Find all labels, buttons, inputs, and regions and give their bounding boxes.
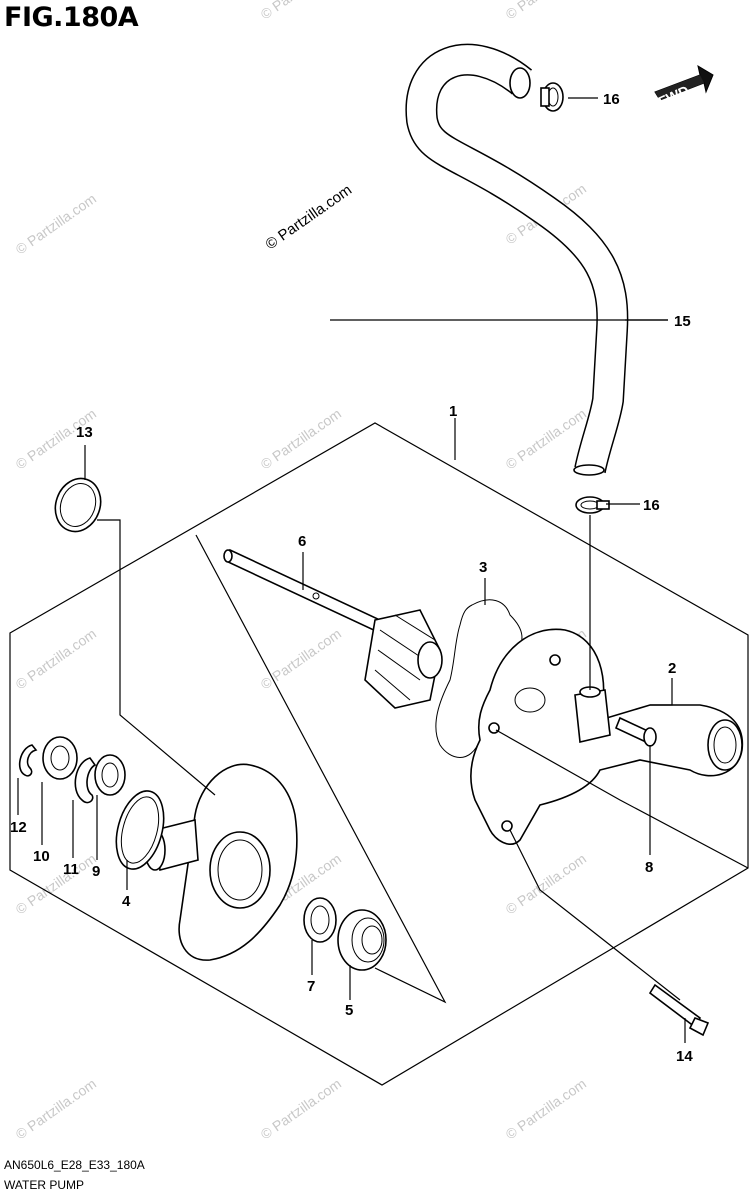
watermark-main: © Partzilla.com [263, 181, 356, 253]
watermark-text: © Partzilla.com [503, 1075, 589, 1142]
watermark-text: © Partzilla.com [258, 1075, 344, 1142]
clamp-part-16-top [540, 82, 564, 112]
impeller [364, 609, 443, 709]
callout-10: 10 [33, 848, 50, 865]
watermark-text: © Partzilla.com [258, 0, 344, 22]
fwd-label: FWD [656, 82, 692, 110]
circlip-part-11 [74, 757, 97, 804]
figure-title: FIG.180A [4, 2, 139, 33]
watermark-text: © Partzilla.com [258, 405, 344, 472]
watermark-text: © Partzilla.com [503, 850, 589, 917]
inner-triangle-outline [195, 534, 447, 1004]
hose-part-15 [405, 43, 629, 476]
callout-11: 11 [63, 861, 79, 878]
watermark-text: © Partzilla.com [13, 625, 99, 692]
callout-4: 4 [122, 893, 131, 910]
watermark-text: © Partzilla.com [13, 1075, 99, 1142]
callout-12: 12 [10, 819, 27, 836]
o-ring-part-13 [54, 477, 102, 533]
callout-15: 15 [674, 313, 691, 330]
fwd-arrow-badge: FWD [654, 64, 714, 110]
circlip-part-12 [18, 744, 38, 777]
bearing-part-10 [42, 736, 78, 780]
diagram-name: WATER PUMP [4, 1178, 84, 1192]
callout-13: 13 [76, 424, 93, 441]
leader-lines [17, 97, 749, 1043]
callout-3: 3 [479, 559, 487, 576]
callout-16-bottom: 16 [643, 497, 660, 514]
callout-1: 1 [449, 403, 457, 420]
gasket-part-3 [435, 599, 523, 758]
pump-cover-part-2 [470, 628, 744, 845]
clamp-part-16-bottom [575, 496, 610, 514]
watermark-text: © Partzilla.com [503, 0, 589, 22]
bolt-part-14 [648, 983, 710, 1037]
callout-7: 7 [307, 978, 315, 995]
callout-8: 8 [645, 859, 653, 876]
diagram-code: AN650L6_E28_E33_180A [4, 1158, 145, 1172]
callout-2: 2 [668, 660, 676, 677]
pump-body [144, 763, 298, 961]
bearing-part-9 [94, 754, 126, 796]
callout-16-top: 16 [603, 91, 620, 108]
callout-6: 6 [298, 533, 306, 550]
watermark-text: © Partzilla.com [258, 625, 344, 692]
watermark-text: © Partzilla.com [13, 190, 99, 257]
seal-part-7 [303, 897, 337, 943]
callout-14: 14 [676, 1048, 693, 1065]
watermark-text: © Partzilla.com [13, 850, 99, 917]
o-ring-part-4 [115, 790, 165, 870]
callout-labels: 1 2 3 4 5 6 7 8 9 10 11 12 13 14 15 16 1… [10, 91, 693, 1065]
callout-9: 9 [92, 863, 100, 880]
mechanical-seal-part-5 [337, 909, 387, 971]
callout-5: 5 [345, 1002, 353, 1019]
